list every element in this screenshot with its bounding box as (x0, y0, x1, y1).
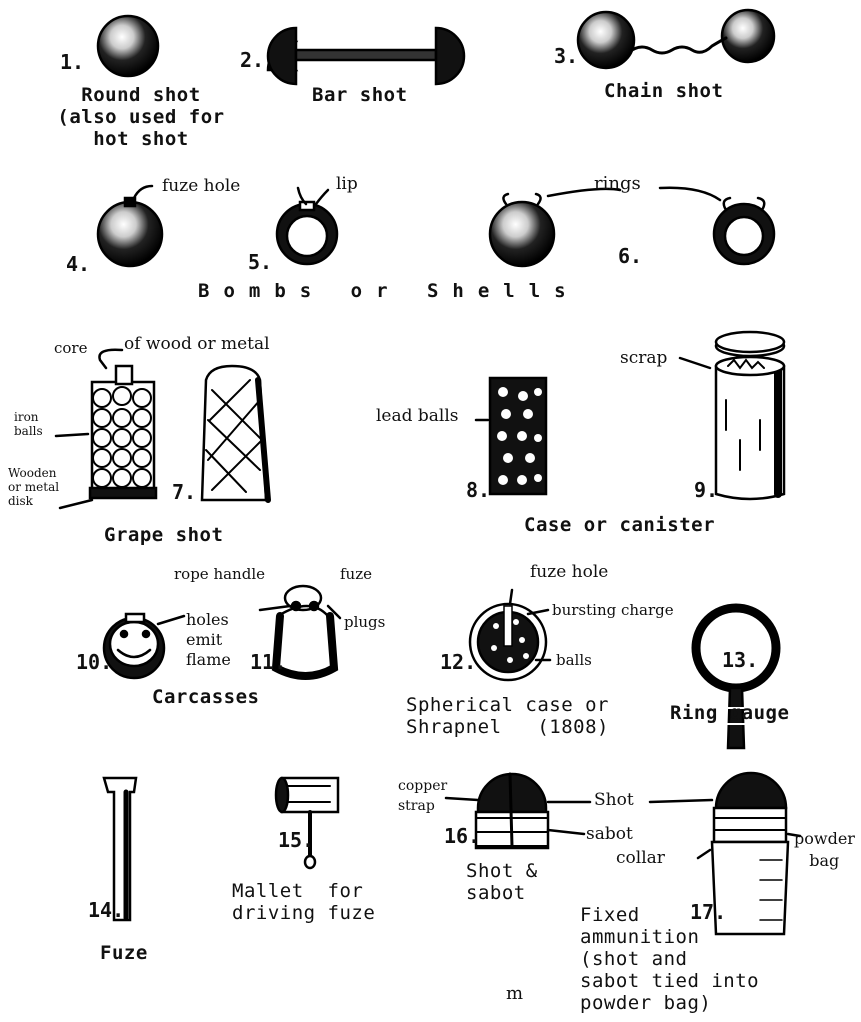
shot-label: Shot (594, 790, 634, 810)
carcass-icon (102, 612, 186, 680)
corner-mark: m (506, 983, 524, 1004)
round-shot-icon (96, 14, 160, 78)
item-number-3: 3. (554, 44, 579, 68)
shot-and-sabot-icon (444, 772, 592, 850)
bursting-charge-label: bursting charge (552, 601, 674, 619)
copper-strap-label: copper strap (398, 778, 448, 814)
rope-handle-label: rope handle (174, 565, 265, 583)
lip-label: lip (336, 174, 358, 194)
powder-bag-label: powder bag (794, 829, 855, 870)
core-label: core (54, 339, 88, 357)
sabot-label: sabot (586, 824, 633, 844)
balls-label: balls (556, 651, 592, 669)
fuze-label: fuze (340, 565, 372, 583)
item-number-15: 15. (278, 828, 315, 852)
item-number-6: 6. (618, 244, 643, 268)
carcass-with-plugs-icon (258, 584, 342, 680)
item-number-17: 17. (690, 900, 727, 924)
wood-or-metal-label: of wood or metal (124, 334, 270, 354)
spherical-case-caption: Spherical case or Shrapnel (1808) (406, 694, 609, 738)
collar-label: collar (616, 848, 665, 868)
mallet-icon (274, 776, 340, 870)
item-number-7: 7. (172, 480, 197, 504)
bombs-or-shells-heading: Bombs or Shells (198, 280, 580, 302)
item-number-9: 9. (694, 478, 719, 502)
carcasses-caption: Carcasses (152, 686, 260, 708)
item-number-16: 16. (444, 824, 481, 848)
bar-shot-caption: Bar shot (312, 84, 408, 106)
scrap-canister-icon (678, 330, 786, 501)
item-number-8: 8. (466, 478, 491, 502)
item-number-10: 10. (76, 650, 113, 674)
spherical-case-icon (468, 588, 552, 682)
item-number-14: 14. (88, 898, 125, 922)
fuze-icon (102, 776, 138, 922)
shell-with-lip-icon (275, 186, 339, 266)
shell-with-rings-icon (488, 186, 776, 268)
iron-balls-label: iron balls (14, 410, 43, 438)
item-number-1: 1. (60, 50, 85, 74)
bar-shot-icon (266, 26, 466, 86)
ring-gauge-icon (691, 603, 781, 750)
grape-shot-bag-icon (200, 364, 271, 503)
item-number-11: 11. (250, 650, 287, 674)
item-number-5: 5. (248, 250, 273, 274)
item-number-13: 13. (722, 648, 759, 672)
grape-shot-icon (88, 364, 158, 500)
canister-icon (474, 376, 548, 496)
item-number-2: 2. (240, 48, 265, 72)
fuze-hole-12-label: fuze hole (530, 562, 609, 582)
bomb-shell-icon (96, 184, 164, 268)
lead-balls-label: lead balls (376, 406, 459, 426)
shot-and-sabot-caption: Shot & sabot (466, 860, 538, 904)
plugs-label: plugs (344, 613, 386, 631)
mallet-caption: Mallet for driving fuze (232, 880, 376, 924)
fuze-caption: Fuze (100, 942, 148, 964)
chain-shot-icon (576, 8, 776, 70)
holes-emit-flame-label: holes emit flame (186, 610, 231, 669)
rings-label: rings (594, 173, 641, 194)
fuze-hole-label: fuze hole (162, 176, 241, 196)
item-number-12: 12. (440, 650, 477, 674)
scrap-label: scrap (620, 348, 668, 368)
wooden-disk-label: Wooden or metal disk (8, 466, 60, 508)
case-or-canister-caption: Case or canister (524, 514, 716, 536)
round-shot-caption: Round shot (also used for hot shot (57, 84, 225, 150)
item-number-4: 4. (66, 252, 91, 276)
fixed-ammunition-icon (648, 771, 802, 936)
ring-gauge-caption: Ring gauge (670, 702, 790, 724)
chain-shot-caption: Chain shot (604, 80, 724, 102)
fixed-ammunition-caption: Fixed ammunition (shot and sabot tied in… (580, 904, 760, 1014)
grape-shot-caption: Grape shot (104, 524, 224, 546)
